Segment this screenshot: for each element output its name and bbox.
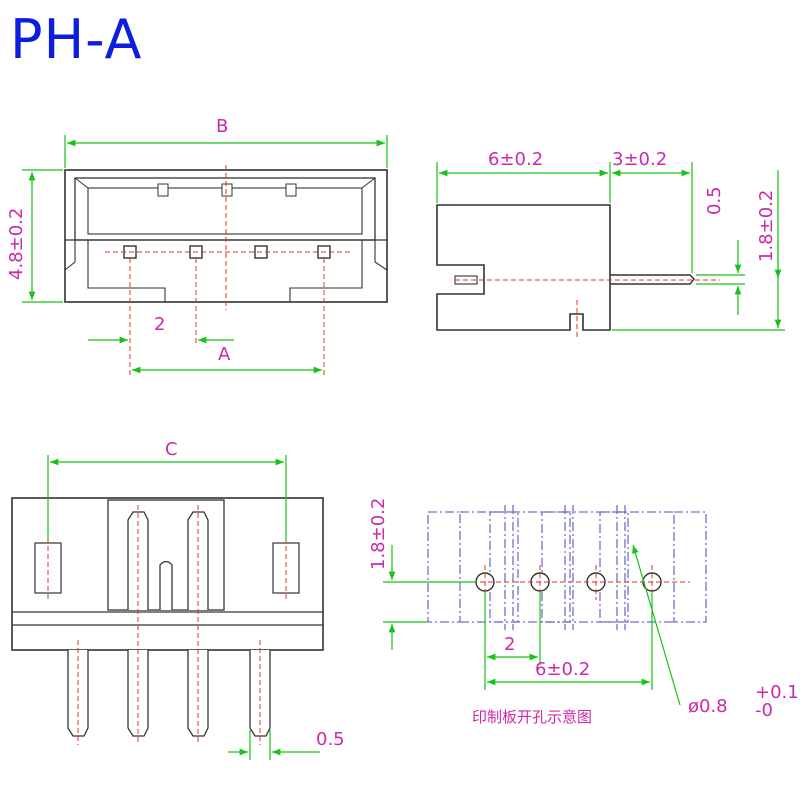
front-view: C 0.5	[11, 439, 345, 760]
part-title: PH-A	[10, 8, 143, 71]
front-lower-pins	[67, 650, 271, 737]
dim-pin-thickness-label: 0.5	[704, 186, 725, 215]
dim-pitch-label: 2	[154, 314, 165, 335]
side-center-lines	[455, 279, 720, 340]
dim-depth-label: 6±0.2	[488, 149, 543, 170]
top-center-lines	[105, 165, 350, 375]
dim-row-spacing-label: 6±0.2	[535, 659, 590, 680]
side-dimension-lines	[436, 162, 785, 331]
dim-B-label: B	[216, 116, 228, 137]
dim-pin-length-label: 3±0.2	[612, 149, 667, 170]
top-view: B 4.8±0.2 2 A	[6, 116, 388, 375]
pcb-dimension-lines	[383, 544, 681, 706]
dim-pin-width-label: 0.5	[316, 729, 345, 750]
side-view: 6±0.2 3±0.2 0.5 1.8±0.2	[436, 149, 785, 340]
dim-row-offset-label: 1.8±0.2	[368, 498, 389, 570]
side-housing-outline	[436, 204, 611, 331]
dim-height-label: 4.8±0.2	[6, 208, 27, 280]
front-housing-outline	[11, 497, 324, 651]
top-dimension-lines	[22, 135, 388, 374]
front-dimension-lines	[47, 455, 320, 760]
pcb-caption: 印制板开孔示意图	[472, 708, 592, 726]
upper-pin-stubs	[157, 183, 297, 197]
front-center-lines	[47, 505, 287, 745]
dim-hole-label: ø0.8	[688, 696, 728, 717]
dim-pin-height-label: 1.8±0.2	[756, 190, 777, 262]
dim-pcb-pitch-label: 2	[504, 634, 515, 655]
front-upper-pins	[127, 511, 209, 610]
pcb-layout: 1.8±0.2 2 6±0.2 ø0.8 +0.1 -0 印制板开孔示意图	[368, 498, 799, 726]
dim-A-label: A	[218, 344, 231, 365]
pcb-footprint-outline	[427, 505, 707, 630]
pcb-center-lines	[440, 565, 690, 600]
side-pin	[610, 274, 695, 285]
dim-hole-tol-plus: +0.1	[755, 682, 799, 703]
dim-hole-tol-minus: -0	[755, 700, 773, 721]
dim-C-label: C	[165, 439, 178, 460]
